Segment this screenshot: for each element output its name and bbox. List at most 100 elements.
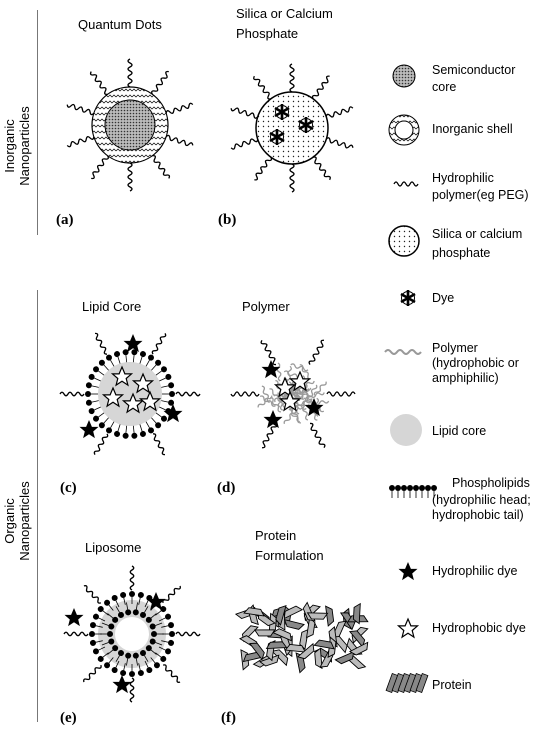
- protein-segment: [348, 641, 369, 656]
- polymer-chain: [230, 391, 260, 397]
- silica-icon: [388, 225, 420, 257]
- polymer-strand: [257, 395, 273, 408]
- polymer-chain: [165, 102, 194, 114]
- legend-hydrophilic-dye: Hydrophilic dye: [432, 564, 518, 578]
- polymer-chain: [289, 63, 295, 93]
- legend-lipid-core: Lipid core: [432, 424, 487, 438]
- panel-a-title: Quantum Dots: [78, 17, 162, 32]
- phospholipid: [136, 423, 148, 439]
- quantum-dot-particle: [66, 58, 194, 192]
- polymer-strand: [283, 386, 300, 398]
- phospholipid: [394, 484, 402, 499]
- legend-dye: Dye: [432, 291, 455, 305]
- polymer-chain: [308, 339, 325, 365]
- polymer-chain: [326, 391, 356, 397]
- hydrophilic-dye-icon: [398, 562, 418, 581]
- lipid-core-particle: [59, 332, 201, 456]
- protein-segment: [325, 605, 335, 627]
- phospholipid: [424, 484, 432, 499]
- phospholipid: [84, 390, 99, 398]
- polymer-chain: [175, 391, 201, 397]
- phospholipid: [84, 381, 100, 391]
- protein-segment: [284, 643, 307, 653]
- polymer-strand: [301, 402, 309, 421]
- polymer-chain: [325, 106, 354, 118]
- polymer-chain: [230, 107, 259, 119]
- legend-phospholipids: Phospholipids: [452, 476, 530, 490]
- polymer-chain: [175, 631, 201, 637]
- inorganic-shell-icon: [388, 114, 420, 146]
- panel-c-letter: (c): [60, 480, 77, 496]
- polymer-chain: [151, 70, 169, 95]
- polymer-strand: [270, 396, 282, 413]
- polymer-strand: [283, 409, 297, 424]
- polymer-chain: [59, 391, 85, 397]
- polymer-chain: [127, 162, 133, 192]
- liposome-particle: [63, 565, 201, 703]
- phospholipid: [112, 423, 124, 439]
- protein-segment: [296, 642, 315, 660]
- inorganic-divider: [37, 10, 38, 235]
- phospholipid: [136, 349, 148, 365]
- polymer-chain: [66, 136, 95, 148]
- polymer-strand: [261, 385, 270, 403]
- protein-segment: [314, 647, 323, 670]
- protein-segment: [243, 607, 265, 617]
- silica-particle: [230, 63, 354, 193]
- polymer-chain: [152, 154, 171, 179]
- polymer-chain: [89, 71, 108, 96]
- polymer-chain: [93, 433, 109, 455]
- polymer-strand: [295, 398, 313, 408]
- polymer-chain: [162, 585, 181, 604]
- phospholipid: [388, 484, 396, 499]
- panel-a-letter: (a): [56, 212, 74, 228]
- protein-segment: [275, 605, 287, 626]
- polymer-strand: [306, 392, 325, 399]
- polymer-chain: [325, 137, 354, 149]
- hydrophilic-polymer-icon: [393, 181, 419, 187]
- phospholipid: [84, 397, 100, 407]
- panel-c-title: Lipid Core: [82, 299, 142, 314]
- polymer-chain: [309, 422, 326, 449]
- polymer-chain: [83, 585, 102, 604]
- phospholipid: [121, 425, 131, 440]
- phospholipid: [418, 484, 426, 499]
- organic-divider: [37, 290, 38, 722]
- phospholipid: [87, 372, 103, 385]
- protein-segment: [299, 628, 310, 651]
- legend-hydrophobic-dye: Hydrophobic dye: [432, 621, 526, 635]
- polymer-strand: [306, 384, 318, 401]
- protein-segment: [305, 616, 316, 639]
- protein-segment: [415, 673, 429, 693]
- dye-icon: [399, 288, 417, 308]
- semiconductor-icon: [392, 64, 416, 88]
- polymer-chain: [94, 332, 108, 355]
- phospholipid: [157, 372, 173, 385]
- polymer-chain: [162, 664, 181, 683]
- protein-segment: [391, 673, 405, 693]
- protein-segment: [248, 642, 265, 661]
- panel-b-letter: (b): [218, 212, 237, 228]
- panel-e-letter: (e): [60, 710, 77, 726]
- protein-segment: [283, 605, 304, 620]
- polymer-chain: [165, 134, 194, 147]
- phospholipid: [412, 484, 420, 499]
- polymer-chain: [261, 423, 278, 449]
- phospholipid: [160, 381, 176, 391]
- protein-segment: [306, 612, 329, 620]
- protein-segment: [283, 619, 305, 630]
- lipid-core-icon: [390, 414, 422, 446]
- polymer-chain: [311, 75, 330, 100]
- polymer-strand: [286, 365, 292, 385]
- protein-segment: [265, 641, 288, 650]
- protein-formulation: [234, 601, 369, 674]
- phospholipid: [161, 390, 176, 398]
- protein-segment: [385, 673, 399, 693]
- phospholipid: [129, 348, 139, 363]
